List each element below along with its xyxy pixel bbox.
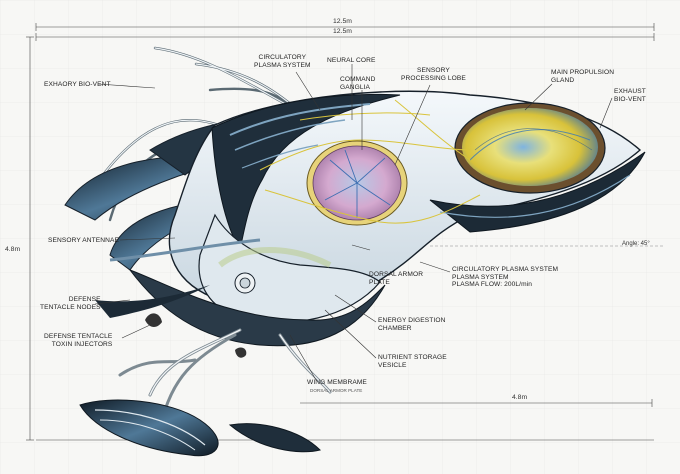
label-line: GANGLIA	[340, 83, 371, 91]
dim-angle: Angle: 45°	[622, 241, 650, 247]
under-body	[95, 238, 386, 347]
label-circulatory-plasma-system: CIRCULATORY PLASMA SYSTEM	[254, 54, 311, 69]
label-line: VESICLE	[378, 361, 407, 369]
circulatory-veins	[259, 99, 481, 224]
label-line: WING MEMBRAME	[307, 379, 367, 386]
label-dorsal-armor-plate-small: DORSAL ARMOR PLATE	[310, 388, 363, 393]
label-line: NEURAL CORE	[327, 57, 376, 64]
label-line: PLASMA FLOW: 200L/min	[452, 281, 533, 289]
bottom-fins	[79, 313, 321, 457]
label-line: SENSORY ANTENNAE	[48, 237, 119, 244]
label-defense-tentacle-toxin-injectors: DEFENSE TENTACLE TOXIN INJECTORS	[44, 333, 112, 348]
label-command-ganglia: COMMAND GANGLIA	[340, 76, 376, 91]
label-neural-core: NEURAL CORE	[327, 57, 376, 65]
label-sensory-antennae: SENSORY ANTENNAE	[48, 237, 119, 245]
dim-top-outer: 12.5m	[333, 18, 352, 25]
tail-plates	[429, 151, 646, 233]
label-line: MAIN PROPULSION	[551, 69, 615, 76]
label-exhaust-bio-vent: EXHAUST BIO-VENT	[614, 88, 646, 103]
label-energy-digestion-chamber: ENERGY DIGESTION CHAMBER	[378, 317, 445, 332]
label-line: CHAMBER	[378, 324, 412, 332]
dim-top-inner: 12.5m	[333, 28, 352, 35]
label-line: DORSAL ARMOR	[369, 271, 424, 278]
label-line: EXHAUST	[614, 88, 646, 95]
head-section	[198, 213, 381, 324]
label-sensory-processing-lobe: SENSORY PROCESSING LOBE	[401, 67, 466, 82]
label-line: SENSORY	[417, 67, 450, 74]
main-propulsion-gland	[454, 102, 606, 194]
label-line: PLASMA SYSTEM	[452, 273, 509, 281]
label-line: TOXIN INJECTORS	[51, 340, 113, 348]
label-line: DEFENSE	[68, 296, 101, 303]
label-line: CIRCULATORY PLASMA SYSTEM	[452, 266, 559, 273]
label-line: BIO-VENT	[614, 95, 646, 103]
label-line: TENTACLE NODES	[40, 303, 101, 311]
label-nutrient-storage-vesicle: NUTRIENT STORAGE VESICLE	[378, 354, 447, 369]
label-line: PROCESSING LOBE	[401, 74, 466, 82]
label-exhaory-bio-vent: EXHAORY BIO-VENT	[44, 81, 111, 89]
label-line: CIRCULATORY	[258, 54, 307, 61]
label-line: GLAND	[551, 76, 575, 84]
label-line: PLASMA SYSTEM	[254, 61, 311, 69]
label-line: ENERGY DIGESTION	[378, 317, 446, 324]
label-line: PLATE	[369, 278, 390, 286]
label-circulatory-plasma-flow: CIRCULATORY PLASMA SYSTEM PLASMA SYSTEM …	[452, 266, 558, 289]
label-main-propulsion-gland: MAIN PROPULSION GLAND	[551, 69, 614, 84]
neural-core	[306, 140, 408, 226]
label-defense-tentacle-nodes: DEFENSE TENTACLE NODES	[40, 296, 101, 311]
label-wing-membrame: WING MEMBRAME	[307, 379, 367, 387]
label-line: DEFENSE TENTACLE	[44, 333, 113, 340]
dim-bottom-width: 4.8m	[512, 394, 528, 401]
label-line: EXHAORY BIO-VENT	[44, 81, 111, 88]
label-line: NUTRIENT STORAGE	[378, 354, 447, 361]
label-line: COMMAND	[340, 76, 376, 83]
dimension-lines	[26, 23, 664, 441]
dim-left-height: 4.8m	[5, 246, 21, 253]
label-dorsal-armor-plate: DORSAL ARMOR PLATE	[369, 271, 423, 286]
leader-lines	[94, 64, 613, 381]
